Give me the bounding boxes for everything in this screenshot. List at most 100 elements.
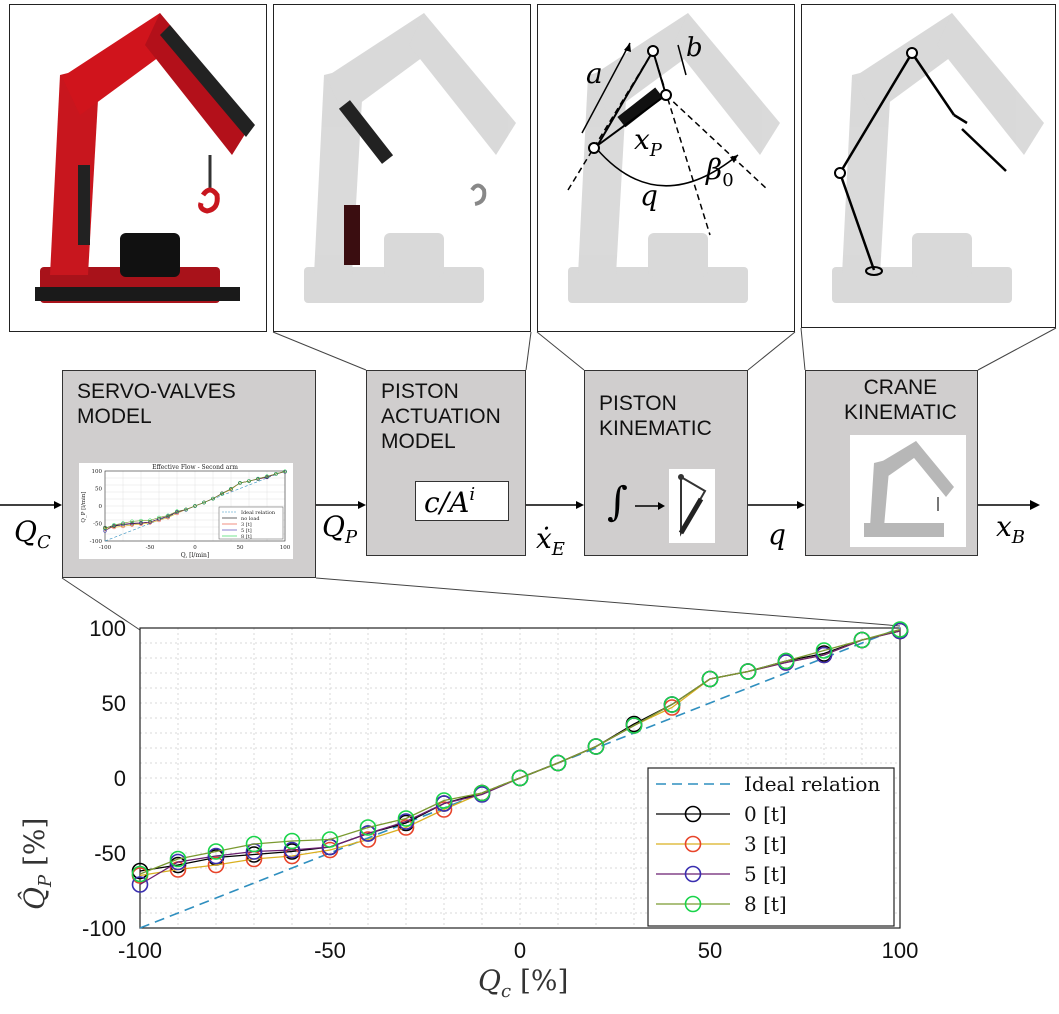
data-point [321, 831, 339, 848]
thumb-x-tick: -50 [146, 545, 155, 551]
block-piston-kinematic: PISTON KINEMATIC ∫ [584, 370, 748, 556]
legend-marker [684, 835, 702, 853]
data-point [435, 801, 453, 818]
data-point [777, 652, 795, 670]
data-point [131, 876, 149, 893]
thumb-legend-label: 3 [t] [241, 522, 252, 528]
series-line [139, 628, 901, 875]
block-crane-kinematic-title: CRANE KINEMATIC [844, 376, 957, 424]
legend-label: 3 [t] [744, 832, 787, 856]
thumb-y-tick: 0 [99, 504, 103, 510]
panel-piston-kinematic: a b xP q β0 [537, 4, 795, 332]
data-point [625, 717, 643, 734]
label-b: b [686, 33, 703, 63]
x-tick-label: 0 [514, 938, 526, 963]
thumb-point [121, 522, 125, 527]
data-point [397, 819, 415, 836]
y-tick-label: -100 [82, 916, 126, 941]
thumb-x-tick: -100 [99, 545, 112, 551]
thumb-point [130, 519, 134, 524]
data-point [815, 642, 833, 659]
crane-tank [120, 233, 180, 277]
thumb-point [265, 475, 269, 480]
thumb-point [238, 481, 242, 485]
thumb-point [112, 523, 116, 527]
x-tick-label: 50 [698, 938, 722, 963]
data-point [169, 850, 187, 868]
crane-jib-dark [160, 25, 255, 137]
crane-photo-illustration [35, 13, 255, 303]
y-axis-label: Q̂P [%] [18, 817, 56, 910]
thumb-point [202, 500, 206, 505]
thumb-point [256, 476, 260, 481]
data-point [283, 841, 301, 859]
legend-label: 0 [t] [744, 802, 787, 826]
thumb-x-tick: 50 [237, 545, 244, 551]
thumb-legend-label: 5 [t] [241, 528, 252, 534]
data-point [891, 621, 909, 638]
panel-crane-photo [9, 4, 267, 332]
highlighted-cylinder-lower [344, 205, 360, 265]
data-point [853, 631, 871, 649]
y-tick-label: 0 [114, 766, 126, 791]
thumb-title: Effective Flow - Second arm [152, 464, 238, 471]
y-tick-label: 100 [89, 616, 126, 641]
data-point [131, 865, 149, 883]
piston-icon [669, 469, 715, 543]
thumb-point [220, 491, 224, 496]
thumb-point [139, 518, 143, 523]
integral-symbol: ∫ [607, 479, 628, 525]
data-point [207, 856, 225, 874]
label-a: a [586, 57, 603, 90]
thumb-legend-label: Ideal relation [241, 510, 276, 516]
data-point [549, 754, 567, 772]
legend-label: 8 [t] [744, 892, 787, 916]
data-point [397, 810, 415, 827]
x-tick-label: -50 [314, 938, 346, 963]
thumb-series-line [104, 471, 286, 529]
data-point [359, 825, 377, 842]
thumb-point [157, 515, 161, 520]
thumb-x-tick: 100 [280, 545, 291, 551]
signal-qp: QP [322, 510, 358, 548]
data-point [815, 646, 833, 664]
label-beta0: β0 [706, 153, 734, 191]
data-point [207, 847, 225, 865]
data-point [663, 696, 681, 713]
thumb-xlabel: Q, [l/min] [181, 552, 210, 559]
legend-box [647, 767, 895, 927]
thumb-point [184, 507, 188, 512]
data-point [473, 784, 491, 802]
thumb-point [247, 479, 251, 483]
block-servo-valves-title: SERVO-VALVES MODEL [77, 380, 236, 428]
label-xp: xP [634, 123, 662, 161]
thumb-point [211, 496, 215, 501]
data-point [359, 819, 377, 836]
data-point [435, 792, 453, 809]
crane-linkage-illustration [832, 13, 1044, 303]
y-tick-label: 50 [102, 691, 126, 716]
crane-hook [198, 187, 220, 214]
thumb-point [166, 513, 170, 518]
thumb-legend-label: 8 [t] [241, 534, 252, 540]
panel-piston-actuation [273, 4, 531, 332]
crane-base-black [35, 287, 240, 301]
thumb-point [121, 521, 125, 526]
gain-expression: c/Ai [424, 484, 476, 519]
legend-label: 5 [t] [744, 862, 787, 886]
y-tick-label: -50 [94, 841, 126, 866]
label-q: q [640, 179, 658, 212]
legend-marker [684, 895, 702, 913]
legend-label: Ideal relation [744, 772, 880, 796]
thumb-point [139, 520, 143, 525]
data-point [701, 670, 719, 688]
panel-crane-kinematic [801, 4, 1056, 328]
signal-xe: ẋE [536, 522, 565, 560]
thumb-point [175, 509, 179, 514]
highlighted-cylinder [338, 100, 394, 164]
block-servo-valves: SERVO-VALVES MODEL Effective Flow - Seco… [62, 370, 316, 578]
piston-geometry-illustration [567, 13, 780, 303]
crane-thumbnail [850, 435, 966, 547]
crane-cylinder [78, 165, 90, 245]
